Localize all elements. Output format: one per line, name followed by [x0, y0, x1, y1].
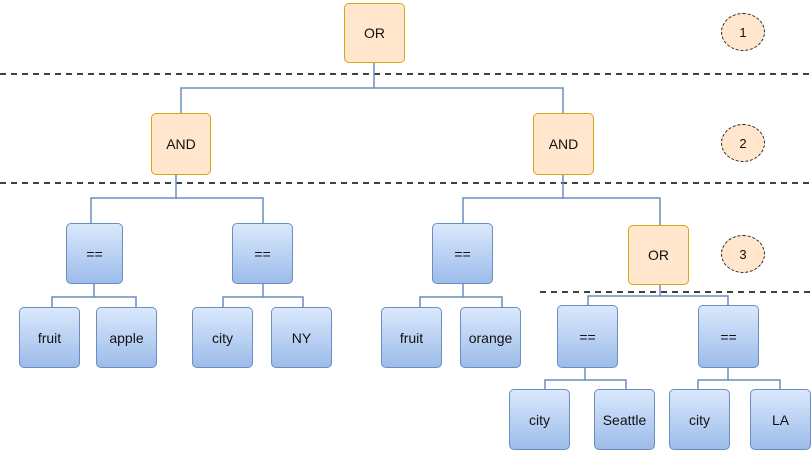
level-badge-1: 1	[721, 13, 765, 51]
node-eq-city-ny: ==	[232, 223, 293, 284]
edge-eq2-city	[222, 284, 264, 307]
level-badge-3: 3	[721, 235, 765, 273]
leaf-ny: NY	[271, 307, 332, 368]
edge-and-right-or	[563, 197, 661, 225]
edge-eq1-fruit	[51, 284, 95, 307]
leaf-la: LA	[750, 389, 811, 450]
node-root-or: OR	[344, 3, 405, 63]
edge-eq2-ny	[263, 296, 304, 307]
edge-root-and-left	[180, 63, 375, 113]
leaf-apple: apple	[96, 307, 157, 368]
edge-eq5-la	[728, 379, 781, 389]
edge-eq4-city	[544, 368, 586, 389]
edge-eq1-apple	[94, 296, 137, 307]
edge-eq3-orange	[463, 296, 503, 307]
edge-and-left-eq1	[90, 175, 177, 223]
leaf-seattle: Seattle	[594, 389, 655, 450]
node-and-right: AND	[533, 113, 594, 175]
leaf-city: city	[192, 307, 253, 368]
edge-or-eq4	[587, 285, 661, 305]
node-eq-fruit-apple: ==	[66, 223, 123, 284]
level-badge-2: 2	[721, 124, 765, 162]
edge-eq4-seattle	[585, 379, 627, 389]
node-or-inner: OR	[628, 225, 689, 285]
node-eq-city-la: ==	[698, 305, 759, 368]
node-eq-city-seattle: ==	[557, 305, 618, 368]
leaf-city: city	[669, 389, 730, 450]
leaf-orange: orange	[460, 307, 521, 368]
edge-and-right-eq3	[462, 175, 564, 223]
edge-eq3-fruit	[419, 284, 464, 307]
leaf-city: city	[509, 389, 570, 450]
edge-or-eq5	[660, 295, 729, 305]
edge-and-left-eq2	[176, 197, 264, 223]
edge-eq5-city	[697, 368, 729, 389]
leaf-fruit: fruit	[381, 307, 442, 368]
node-and-left: AND	[151, 113, 211, 175]
leaf-fruit: fruit	[19, 307, 80, 368]
node-eq-fruit-orange: ==	[432, 223, 493, 284]
edge-root-and-right	[374, 87, 564, 113]
